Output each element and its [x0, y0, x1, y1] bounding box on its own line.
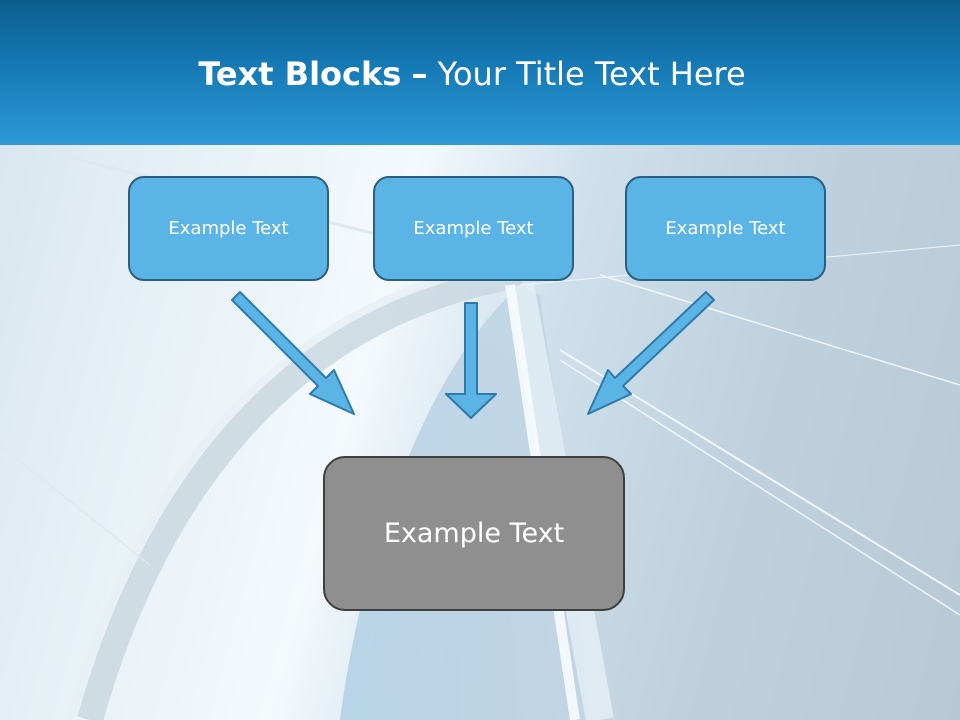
arrow-right-diagonal	[587, 291, 715, 415]
title-bar	[0, 0, 960, 145]
target-text-block-label: Example Text	[383, 518, 565, 549]
slide-title: Text Blocks – Your Title Text Here	[0, 52, 944, 96]
arrow-left-diagonal	[231, 291, 355, 415]
title-bold-part: Text Blocks	[198, 55, 402, 93]
text-block-3-label: Example Text	[665, 218, 786, 239]
text-block-1-label: Example Text	[168, 218, 289, 239]
text-block-2-label: Example Text	[413, 218, 534, 239]
title-regular-part: Your Title Text Here	[437, 55, 746, 93]
text-block-3[interactable]: Example Text	[625, 176, 826, 281]
text-block-2[interactable]: Example Text	[373, 176, 574, 281]
text-block-1[interactable]: Example Text	[128, 176, 329, 281]
arrow-center-down	[445, 302, 497, 419]
title-separator: –	[411, 55, 428, 93]
target-text-block[interactable]: Example Text	[323, 456, 625, 611]
